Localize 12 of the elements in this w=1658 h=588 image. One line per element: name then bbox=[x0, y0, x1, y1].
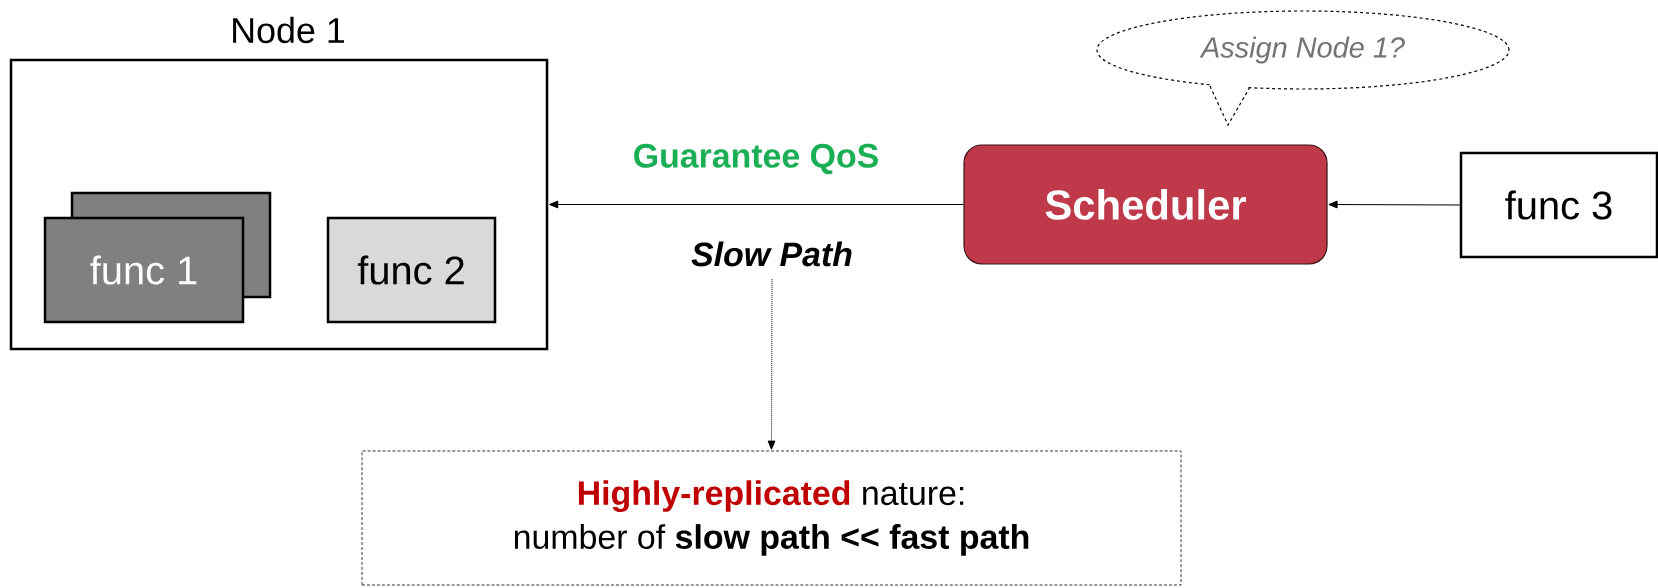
function-box: func 2 bbox=[326, 216, 497, 324]
node-label: Node 1 bbox=[233, 16, 345, 44]
arrow bbox=[1328, 200, 1461, 209]
note-box: Highly-replicated nature: number of slow path << fast path bbox=[361, 450, 1182, 586]
scheduler-box: Scheduler bbox=[963, 144, 1328, 265]
edge-label: Guarantee QoS bbox=[634, 143, 878, 175]
thought-bubble: Assign Node 1? bbox=[1096, 10, 1510, 127]
arrow bbox=[767, 278, 776, 450]
arrow bbox=[549, 200, 964, 209]
function-box: func 3 bbox=[1459, 151, 1658, 259]
path-label: Slow Path bbox=[691, 241, 852, 267]
function-card-stack: func 1 bbox=[43, 191, 272, 324]
